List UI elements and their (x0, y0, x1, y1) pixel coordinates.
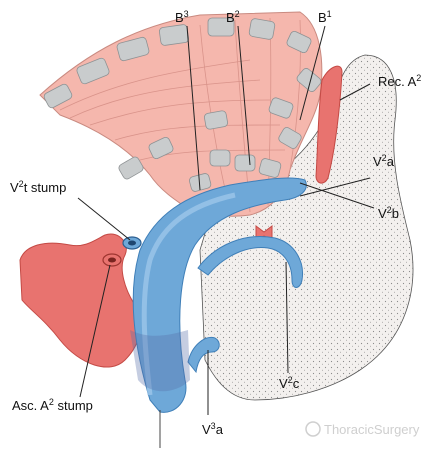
label-b2: B2 (226, 9, 240, 25)
pulmonary-artery (19, 233, 141, 368)
v2c-branch (197, 236, 304, 288)
leader-lines (77, 25, 375, 415)
label-b1: B1 (318, 9, 332, 25)
label-rec-a2: Rec. A2 (378, 73, 421, 89)
pulmonary-vein-trunk (132, 177, 307, 413)
label-v3a: V3a (202, 421, 224, 437)
label-v2a: V2a (373, 153, 395, 169)
label-v2b: V2b (378, 205, 399, 221)
label-asc-a2-stump: Asc. A2 stump (12, 397, 93, 413)
label-v2c: V2c (279, 375, 300, 391)
watermark-text: ThoracicSurgery (324, 422, 420, 437)
cartilage-rings (43, 17, 322, 200)
recurrent-artery-a2 (315, 65, 343, 184)
v3a-branch (187, 336, 220, 374)
label-b3: B3 (175, 9, 189, 25)
watermark: ThoracicSurgery (305, 421, 420, 437)
label-v2t-stump: V2t stump (10, 179, 66, 195)
watermark-icon (305, 421, 321, 437)
